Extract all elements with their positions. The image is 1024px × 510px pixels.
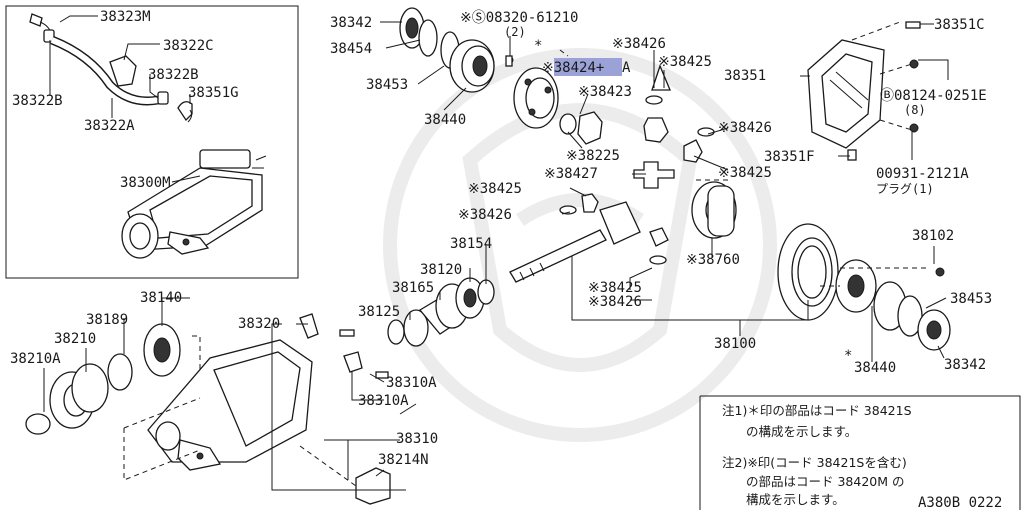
star-mark-b: *	[844, 348, 852, 364]
rear-cover	[807, 21, 921, 161]
label-08320-qty: (2)	[504, 25, 526, 39]
label-38426-b[interactable]: ※38426	[458, 207, 512, 223]
label-38120[interactable]: 38120	[420, 262, 462, 278]
note2-line1: 注2)※印(コード 38421Sを含む)	[722, 455, 907, 470]
label-38310[interactable]: 38310	[396, 431, 438, 447]
label-38100[interactable]: 38100	[714, 336, 756, 352]
label-38310A-a[interactable]: 38310A	[386, 375, 437, 391]
label-38426-d[interactable]: ※38426	[588, 294, 642, 310]
diagram-code: A380B 0222	[918, 495, 1002, 510]
label-38423[interactable]: ※38423	[578, 84, 632, 100]
star-mark-a: *	[534, 38, 542, 54]
label-38323M[interactable]: 38323M	[100, 9, 151, 25]
ring-gear	[777, 223, 839, 321]
label-38322C[interactable]: 38322C	[163, 38, 214, 54]
label-38454[interactable]: 38454	[330, 41, 372, 57]
label-38425-c[interactable]: ※38425	[718, 165, 772, 181]
label-00931-2121A[interactable]: 00931-2121A	[876, 166, 969, 182]
leader-lines	[43, 15, 949, 491]
label-38453-top[interactable]: 38453	[366, 77, 408, 93]
label-38214N[interactable]: 38214N	[378, 452, 429, 468]
label-38424-suffix: A	[622, 60, 631, 76]
label-38425-a[interactable]: ※38425	[658, 54, 712, 70]
label-38351F[interactable]: 38351F	[764, 149, 815, 165]
note2-line2: の部品はコード 38420M の	[746, 474, 905, 489]
label-38320[interactable]: 38320	[238, 316, 280, 332]
callout-labels: 38323M 38322C 38322B 38322B 38322A 38351…	[10, 9, 992, 468]
label-38424[interactable]: ※38424+	[542, 60, 604, 76]
inset-frame	[5, 5, 299, 279]
label-38225[interactable]: ※38225	[566, 148, 620, 164]
label-38322A[interactable]: 38322A	[84, 118, 135, 134]
label-38322B-right[interactable]: 38322B	[148, 67, 199, 83]
label-08124-0251E[interactable]: Ⓑ08124-0251E	[880, 88, 987, 104]
label-plug: プラグ(1)	[876, 182, 934, 196]
companion-flange-group	[25, 323, 181, 435]
side-bearing-top	[399, 7, 495, 93]
label-38351[interactable]: 38351	[724, 68, 766, 84]
side-gear-set	[559, 64, 715, 265]
label-38189[interactable]: 38189	[86, 312, 128, 328]
label-38310A-b[interactable]: 38310A	[358, 393, 409, 409]
label-38426-a[interactable]: ※38426	[612, 36, 666, 52]
label-38426-c[interactable]: ※38426	[718, 120, 772, 136]
label-38351C[interactable]: 38351C	[934, 17, 985, 33]
note1-line2: の構成を示します。	[746, 424, 857, 439]
label-38165[interactable]: 38165	[392, 280, 434, 296]
footnotes: 注1)＊印の部品はコード 38421S の構成を示します。 注2)※印(コード …	[722, 403, 912, 507]
label-38351G[interactable]: 38351G	[188, 85, 239, 101]
label-38300M[interactable]: 38300M	[120, 175, 171, 191]
side-bearing-right	[835, 259, 951, 351]
label-38210[interactable]: 38210	[54, 331, 96, 347]
label-38453-right[interactable]: 38453	[950, 291, 992, 307]
label-38425-d[interactable]: ※38425	[588, 280, 642, 296]
label-38102[interactable]: 38102	[912, 228, 954, 244]
note2-line3: 構成を示します。	[746, 492, 845, 507]
label-38425-b[interactable]: ※38425	[468, 181, 522, 197]
label-38427[interactable]: ※38427	[544, 166, 598, 182]
label-38210A[interactable]: 38210A	[10, 351, 61, 367]
drive-pinion	[509, 201, 641, 283]
dashed-guide-lines	[123, 21, 930, 487]
label-38140[interactable]: 38140	[140, 290, 182, 306]
carrier-housing	[147, 313, 391, 505]
hose-assembly	[29, 13, 193, 123]
label-38342-top[interactable]: 38342	[330, 15, 372, 31]
label-38125[interactable]: 38125	[358, 304, 400, 320]
differential-case	[505, 55, 559, 129]
label-08124-qty: (8)	[904, 103, 926, 117]
label-38154[interactable]: 38154	[450, 236, 492, 252]
label-38440-right[interactable]: 38440	[854, 360, 896, 376]
label-38342-right[interactable]: 38342	[944, 357, 986, 373]
highlight-38424	[554, 58, 622, 76]
notes-frame	[699, 395, 1021, 510]
label-38440-top[interactable]: 38440	[424, 112, 466, 128]
label-38322B-left[interactable]: 38322B	[12, 93, 63, 109]
note1-line1: 注1)＊印の部品はコード 38421S	[722, 403, 912, 418]
differential-assembly-small	[121, 149, 267, 259]
label-38760[interactable]: ※38760	[686, 252, 740, 268]
side-gear-large	[691, 181, 737, 239]
label-08320-61210[interactable]: ※Ⓢ08320-61210	[460, 10, 578, 26]
